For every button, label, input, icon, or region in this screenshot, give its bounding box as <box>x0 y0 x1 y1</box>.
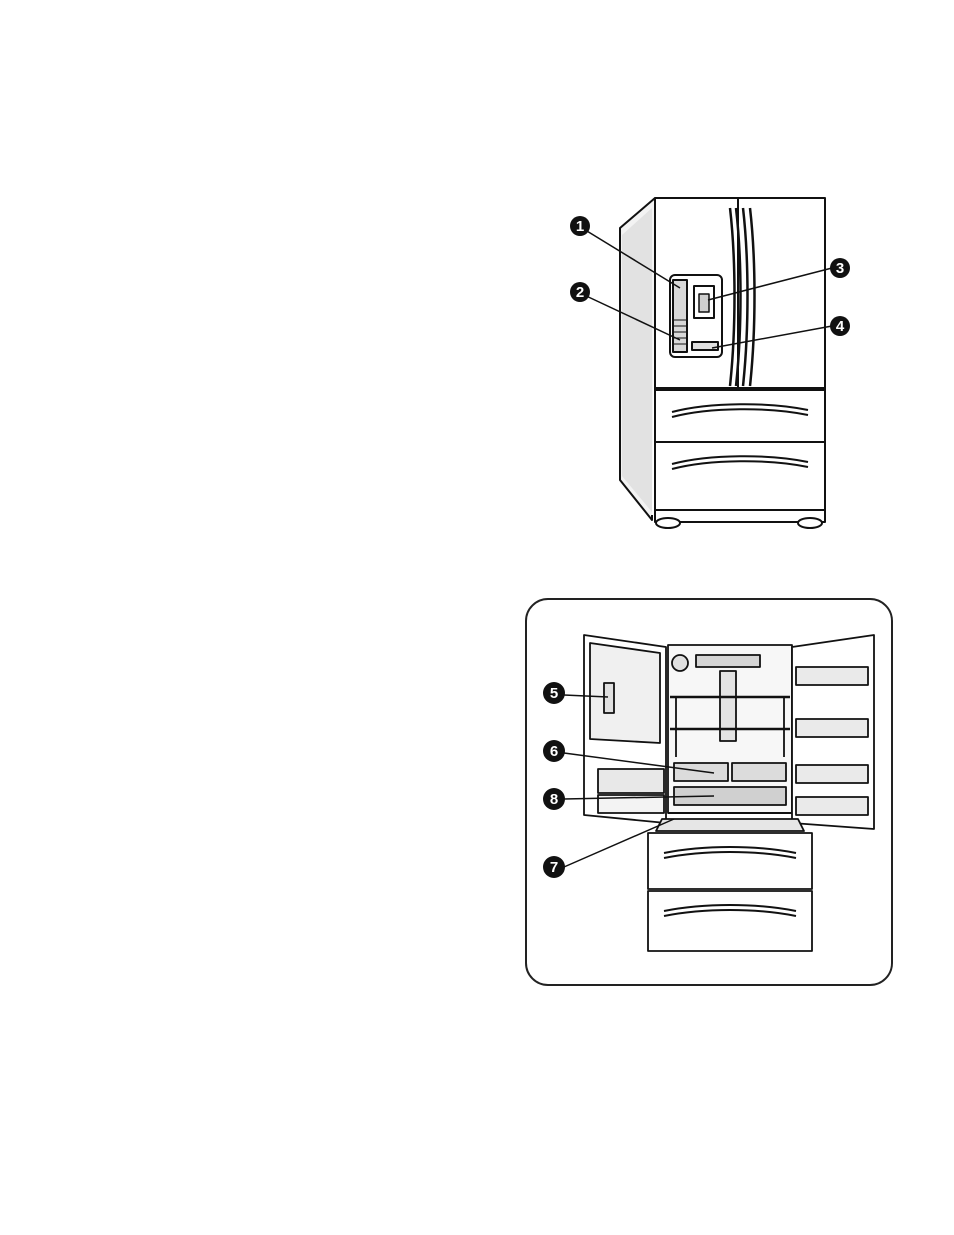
air-filter <box>672 655 688 671</box>
callout-5: 5 <box>543 682 565 704</box>
right-door-bin-3 <box>796 765 868 783</box>
callout-7: 7 <box>543 856 565 878</box>
lower-drawer <box>655 442 825 510</box>
callout-4-label: 4 <box>836 318 845 335</box>
control-panel <box>673 280 687 352</box>
callout-7-label: 7 <box>550 859 558 876</box>
callout-8: 8 <box>543 788 565 810</box>
callout-1: 1 <box>570 216 590 236</box>
foot-left <box>656 518 680 528</box>
callout-2-label: 2 <box>576 284 584 301</box>
callout-8-label: 8 <box>550 791 558 808</box>
callout-6: 6 <box>543 740 565 762</box>
ice-maker-door <box>604 683 614 713</box>
upper-freezer-drawer <box>648 833 812 889</box>
right-door-bin-2 <box>796 719 868 737</box>
lower-freezer-drawer <box>648 891 812 951</box>
callout-4: 4 <box>830 316 850 336</box>
callout-2: 2 <box>570 282 590 302</box>
callout-3: 3 <box>830 258 850 278</box>
callout-6-label: 6 <box>550 743 558 760</box>
refrigerator-interior-diagram: 5 6 8 7 <box>524 597 896 991</box>
callout-3-label: 3 <box>836 260 844 277</box>
freezer-drawer-open <box>656 819 804 831</box>
drip-tray <box>692 342 718 350</box>
crisper-drawer-right <box>732 763 786 781</box>
refrigerator-exterior-diagram: 1 2 3 4 <box>560 190 860 540</box>
foot-right <box>798 518 822 528</box>
callout-1-label: 1 <box>576 218 584 235</box>
top-light <box>696 655 760 667</box>
right-door-bin-4 <box>796 797 868 815</box>
callout-5-label: 5 <box>550 685 558 702</box>
right-door-bin-1 <box>796 667 868 685</box>
left-door-bin <box>598 769 664 793</box>
